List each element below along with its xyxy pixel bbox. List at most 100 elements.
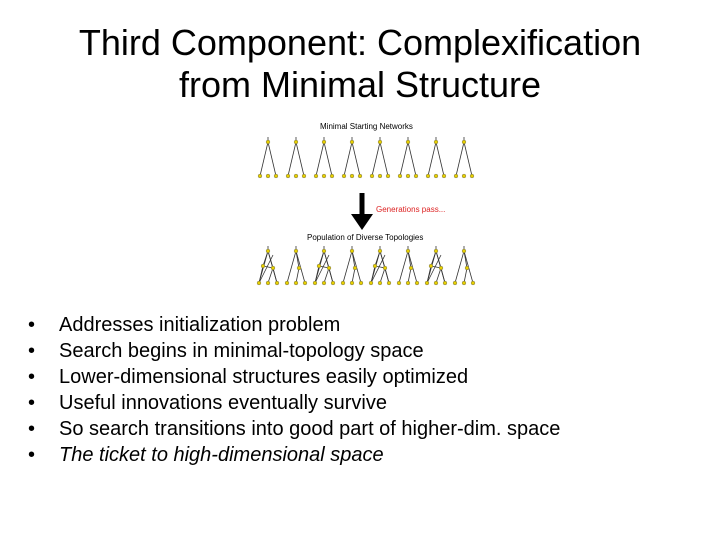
network-edge: [435, 267, 442, 284]
network-edge: [455, 141, 465, 177]
bullet-item: •So search transitions into good part of…: [28, 418, 561, 440]
network-edge: [371, 141, 381, 177]
network-edge: [379, 267, 386, 284]
network-edge: [351, 250, 356, 269]
network-node: [396, 280, 402, 286]
network-node: [284, 280, 290, 286]
network-node: [424, 280, 430, 286]
network-edge: [315, 141, 325, 177]
network-edge: [267, 141, 277, 177]
network-edge: [258, 265, 264, 284]
network-node: [265, 248, 271, 254]
network-edge: [370, 265, 376, 284]
network-node: [285, 173, 291, 179]
network-edge: [272, 267, 278, 284]
network-edge: [295, 250, 300, 269]
bullet-dot-icon: •: [28, 314, 36, 336]
network-node: [358, 280, 364, 286]
network-node: [369, 173, 375, 179]
network-edge: [435, 141, 445, 177]
network-node: [256, 280, 262, 286]
bullet-dot-icon: •: [28, 366, 36, 388]
network-node: [341, 173, 347, 179]
network-node: [433, 139, 439, 145]
network-node: [453, 173, 459, 179]
network-edge: [351, 267, 356, 284]
network-edge: [295, 141, 305, 177]
network-node: [330, 280, 336, 286]
network-node: [368, 280, 374, 286]
network-node: [257, 173, 263, 179]
network-node: [397, 173, 403, 179]
network-edge: [399, 141, 409, 177]
network-node: [377, 248, 383, 254]
network-node: [270, 265, 276, 271]
network-edge: [430, 250, 437, 267]
network-node: [382, 265, 388, 271]
network-node: [312, 280, 318, 286]
bullet-dot-icon: •: [28, 392, 36, 414]
title-line-2: from Minimal Structure: [178, 64, 542, 105]
network-evolution-figure: Minimal Starting Networks Generations pa…: [252, 118, 484, 300]
network-node: [461, 139, 467, 145]
network-node: [452, 280, 458, 286]
network-edge: [370, 254, 386, 284]
network-node: [469, 173, 475, 179]
network-node: [352, 265, 358, 271]
network-node: [293, 139, 299, 145]
network-edge: [262, 250, 269, 267]
network-node: [349, 139, 355, 145]
network-node: [408, 265, 414, 271]
network-edge: [426, 265, 432, 284]
bullet-item: •Addresses initialization problem: [28, 314, 341, 336]
network-edge: [314, 254, 330, 284]
network-node: [461, 173, 467, 179]
network-node: [329, 173, 335, 179]
network-node: [413, 173, 419, 179]
network-node: [438, 265, 444, 271]
network-node: [260, 263, 266, 269]
network-node: [405, 139, 411, 145]
network-node: [349, 248, 355, 254]
network-edge: [259, 141, 269, 177]
network-edge: [407, 141, 417, 177]
network-edge: [463, 250, 468, 269]
network-edge: [323, 141, 333, 177]
network-node: [461, 280, 467, 286]
generations-label: Generations pass...: [376, 205, 446, 214]
bullet-item: •Useful innovations eventually survive: [28, 392, 387, 414]
network-node: [414, 280, 420, 286]
bullet-item: •Lower-dimensional structures easily opt…: [28, 366, 469, 388]
network-edge: [379, 141, 389, 177]
network-edge: [314, 265, 320, 284]
network-node: [296, 265, 302, 271]
network-node: [321, 280, 327, 286]
network-edge: [351, 141, 361, 177]
network-node: [433, 173, 439, 179]
network-node: [441, 173, 447, 179]
diverse-topologies-label: Population of Diverse Topologies: [307, 233, 424, 242]
network-diagram: [256, 137, 476, 286]
network-node: [377, 139, 383, 145]
network-edge: [342, 250, 353, 284]
network-node: [461, 248, 467, 254]
network-node: [340, 280, 346, 286]
network-node: [349, 173, 355, 179]
network-edge: [323, 267, 330, 284]
network-edge: [463, 141, 473, 177]
network-node: [377, 280, 383, 286]
network-node: [321, 173, 327, 179]
network-node: [349, 280, 355, 286]
network-edge: [427, 141, 437, 177]
network-node: [405, 280, 411, 286]
down-arrow-head: [351, 214, 373, 230]
network-node: [265, 173, 271, 179]
network-edge: [295, 267, 300, 284]
network-edge: [426, 254, 442, 284]
network-edge: [343, 141, 353, 177]
network-node: [425, 173, 431, 179]
network-node: [442, 280, 448, 286]
network-node: [313, 173, 319, 179]
network-node: [433, 280, 439, 286]
network-node: [293, 173, 299, 179]
